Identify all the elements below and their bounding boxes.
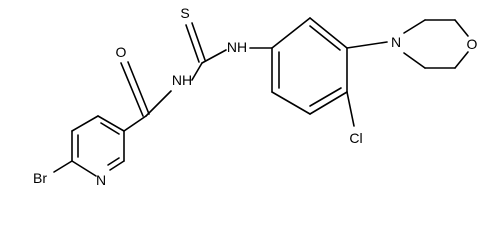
molecule-drawing: Br N O NH S NH Cl N O <box>33 5 478 188</box>
bond <box>403 52 426 69</box>
atom-sulfur: S <box>180 5 189 21</box>
atom-morpholine-oxygen: O <box>467 36 478 52</box>
bond <box>97 115 125 132</box>
bond <box>100 122 120 135</box>
bond <box>271 17 311 49</box>
bond <box>71 160 97 177</box>
bond <box>185 24 200 63</box>
bond <box>309 91 348 115</box>
bond <box>271 91 311 115</box>
bond <box>123 115 147 132</box>
structure-diagram: Br N O NH S NH Cl N O <box>33 5 478 188</box>
benzene-ring <box>271 17 348 115</box>
bond <box>145 90 172 117</box>
atom-pyridine-nitrogen: N <box>96 172 106 188</box>
atom-carbonyl-oxygen: O <box>116 44 127 60</box>
bond <box>403 19 426 34</box>
bond <box>454 19 469 37</box>
atom-chlorine: Cl <box>349 130 362 146</box>
morpholine-ring <box>403 19 469 69</box>
bond <box>346 41 388 49</box>
bond <box>309 17 348 49</box>
bond <box>309 87 342 107</box>
bond <box>191 22 206 61</box>
bond <box>107 157 120 166</box>
bond <box>109 160 125 171</box>
atom-bromine: Br <box>33 170 47 186</box>
bond <box>201 49 227 64</box>
bond <box>53 160 73 173</box>
bond <box>127 61 150 115</box>
bond <box>346 91 355 127</box>
bond <box>191 62 203 81</box>
bond <box>309 25 341 51</box>
bond <box>120 62 144 117</box>
atom-aryl-nh: NH <box>227 39 247 55</box>
atom-amide-nh: NH <box>172 72 192 88</box>
bond <box>71 115 99 132</box>
bond <box>454 51 469 69</box>
pyridine-ring <box>71 115 125 177</box>
atom-morpholine-nitrogen: N <box>391 34 401 50</box>
